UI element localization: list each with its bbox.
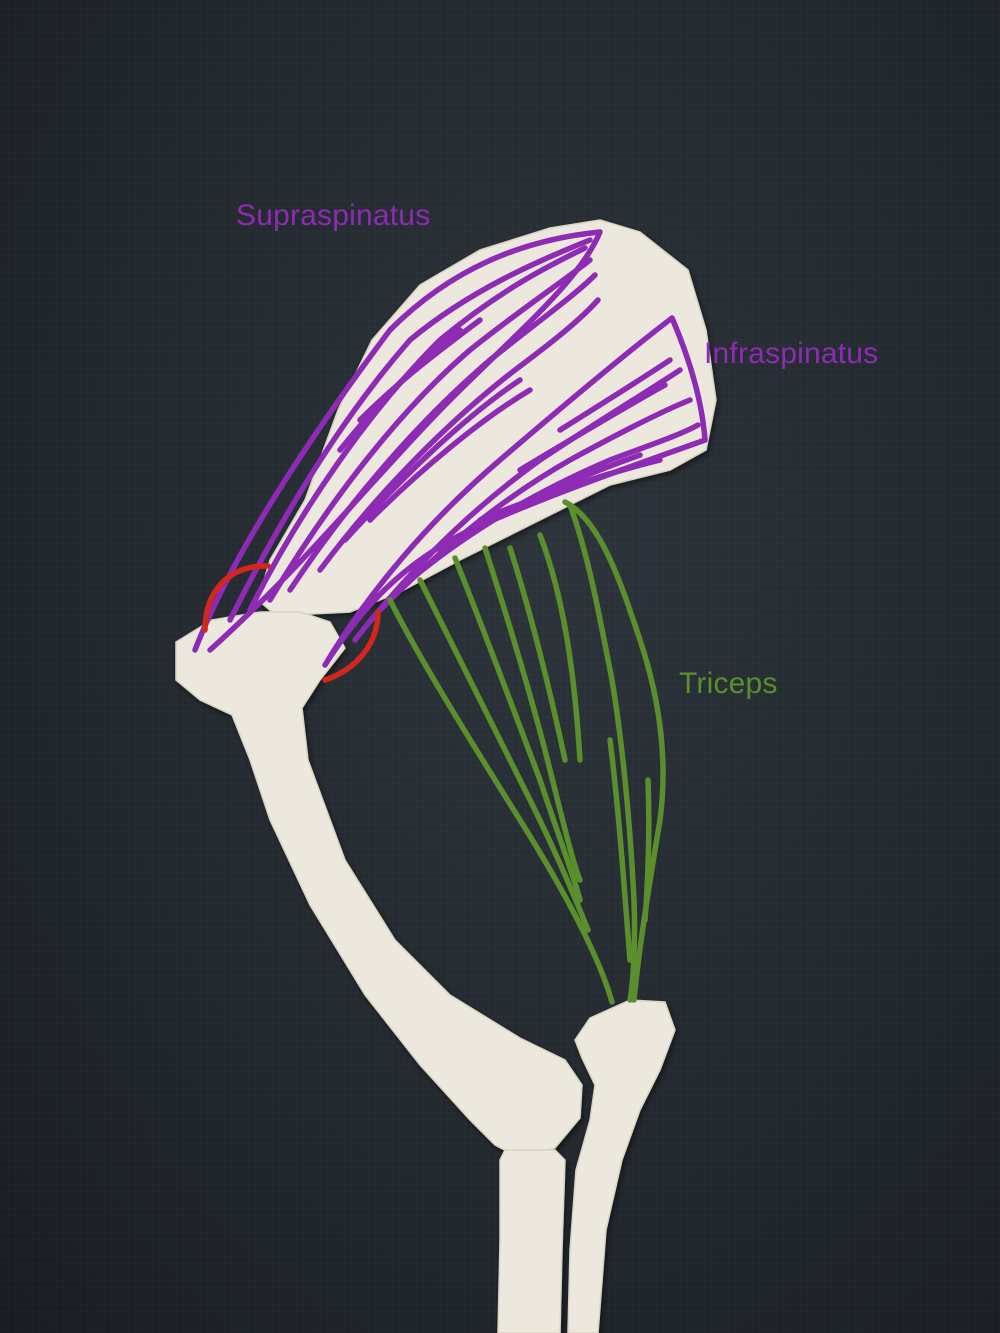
triceps-fibers	[387, 499, 666, 1005]
supraspinatus-label: Supraspinatus	[236, 199, 431, 232]
infraspinatus-label: Infraspinatus	[704, 337, 879, 370]
infraspinatus-fibers	[322, 315, 708, 668]
supraspinatus-fibers	[192, 229, 603, 653]
radius-bone	[497, 1149, 566, 1333]
tendon-marks	[202, 563, 381, 683]
forearm-icon	[567, 999, 676, 1333]
triceps-label: Triceps	[679, 667, 778, 700]
